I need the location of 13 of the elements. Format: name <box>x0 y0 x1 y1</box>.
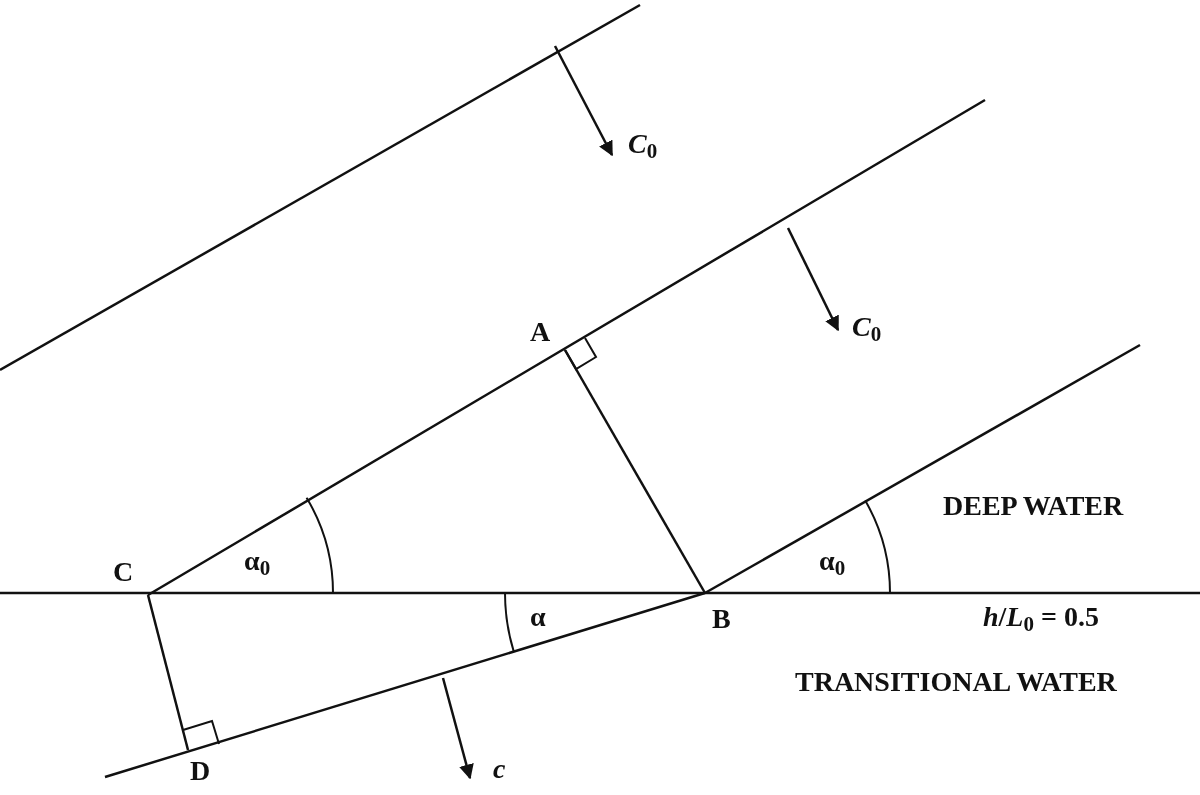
point-label: B <box>712 605 731 633</box>
angle-label: α <box>530 603 546 631</box>
wave-speed-label: c <box>493 755 506 783</box>
region-label: DEEP WATER <box>943 492 1124 520</box>
wave-speed-label: C$_{0}$ <box>628 130 658 158</box>
point-label: C <box>113 558 134 586</box>
depth-contour-label: h/L$_{0}$ = 0.5 <box>983 603 1099 631</box>
region-label: TRANSITIONAL WATER <box>795 668 1117 696</box>
angle-label: α$_{0}$ <box>819 547 846 575</box>
angle-label: α$_{0}$ <box>244 547 271 575</box>
point-label: D <box>190 757 211 785</box>
wave-speed-label: C$_{0}$ <box>852 313 882 341</box>
point-label: A <box>530 318 551 346</box>
